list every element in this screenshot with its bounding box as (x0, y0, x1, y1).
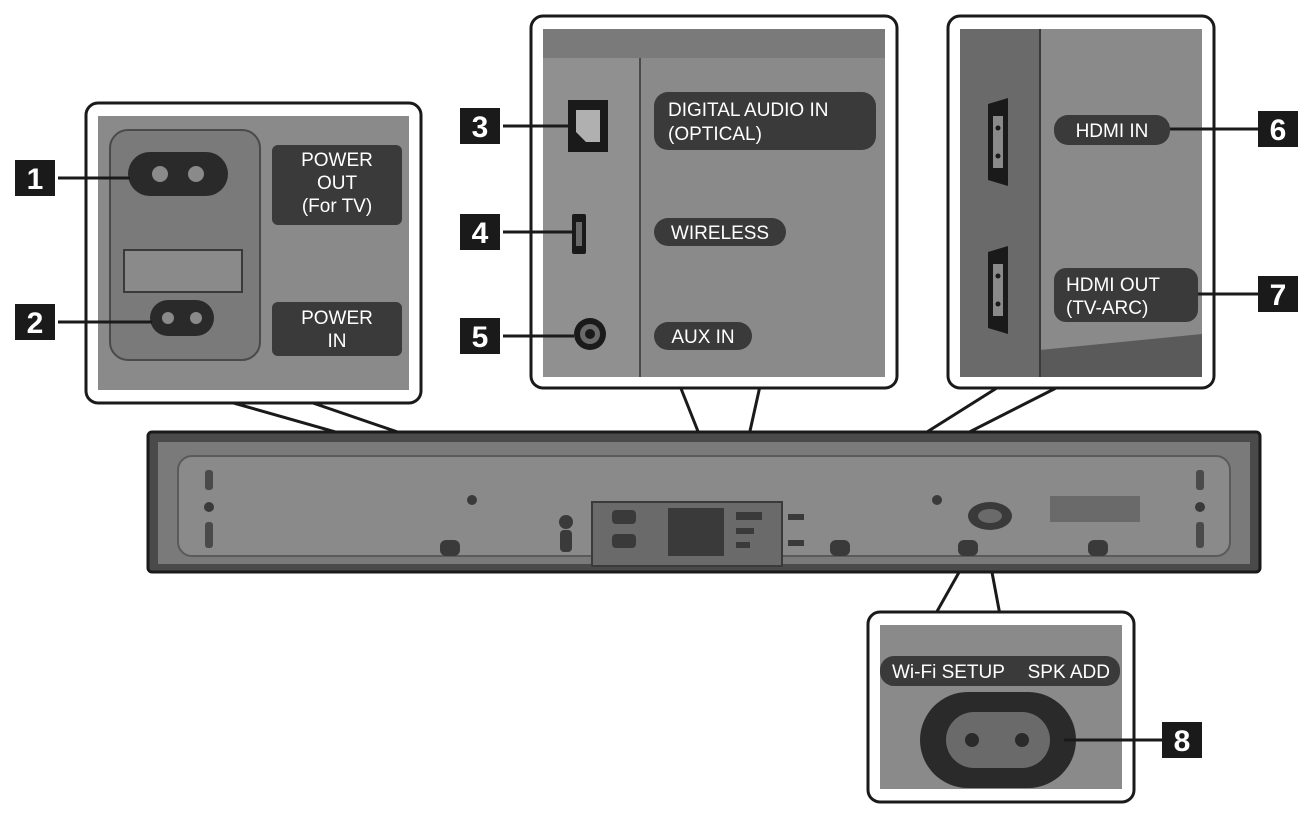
power-out-pin-right (188, 166, 204, 182)
screw-2 (932, 495, 942, 505)
mount-hole-left (204, 502, 214, 512)
keyhole (559, 515, 573, 529)
wireless-port-inner (576, 222, 582, 246)
callout-number-2: 2 (15, 304, 152, 340)
hdmi-out-label-bg (1054, 268, 1198, 322)
wifi-button-dot-right (1015, 733, 1029, 747)
callout-3-box (460, 108, 500, 144)
foot-3 (958, 540, 978, 556)
power-label-window (123, 249, 243, 293)
power-in-socket-icon (150, 300, 214, 336)
callout-3-text: 3 (472, 111, 489, 144)
wireless-label-bg (654, 218, 786, 246)
hdmi-out-label-line1: HDMI OUT (1066, 275, 1160, 296)
callout-number-7: 7 (1198, 276, 1298, 312)
callout-2-text: 2 (27, 307, 44, 340)
spk-add-label: SPK ADD (1028, 662, 1110, 683)
wifi-button-dot-left (965, 733, 979, 747)
recess-port-a (736, 512, 762, 520)
mount-hole-right (1195, 502, 1205, 512)
power-in-pin-left (162, 312, 174, 324)
power-out-socket-icon (128, 152, 228, 196)
power-out-label-line3: (For TV) (302, 196, 372, 217)
callout-number-3: 3 (460, 108, 570, 144)
recess-port-b (736, 528, 754, 534)
recess-hdmi-b (788, 540, 804, 546)
hdmi-panel-left-face (960, 29, 1040, 377)
digital-audio-label-line2: (OPTICAL) (668, 124, 762, 145)
mount-slot-right-top (1196, 470, 1204, 490)
power-out-label-bg (272, 145, 402, 225)
callout-1-text: 1 (27, 163, 44, 196)
power-out-label-line2: OUT (317, 173, 358, 194)
soundbar-body (146, 430, 1262, 574)
callout-8-box (1162, 722, 1202, 758)
hdmi-out-label-line2: (TV-ARC) (1066, 298, 1148, 319)
callout-number-8: 8 (1064, 722, 1202, 758)
callout-number-4: 4 (460, 214, 572, 250)
hdmi-in-label: HDMI IN (1076, 121, 1149, 142)
power-in-label-line2: IN (328, 331, 347, 352)
aux-in-label-bg (654, 322, 752, 350)
aux-port-hole (585, 329, 595, 339)
digital-audio-label-bg (654, 92, 876, 150)
hdmi-in-port-inner (993, 116, 1003, 168)
callout-power: POWER OUT (For TV) POWER IN (84, 101, 423, 405)
callout-wifi: Wi-Fi SETUP SPK ADD (866, 610, 1136, 804)
bar-wifi-button-inner (978, 509, 1002, 523)
callout-number-1: 1 (15, 160, 130, 196)
hdmi-in-dot-2 (995, 153, 1001, 159)
aux-in-label: AUX IN (671, 327, 734, 348)
power-out-pin-left (152, 166, 168, 182)
power-in-label-bg (272, 302, 402, 356)
recess-hdmi-a (788, 514, 804, 520)
hdmi-out-dot-2 (995, 301, 1001, 307)
mount-slot-left-top (205, 470, 213, 490)
wireless-label: WIRELESS (671, 223, 769, 244)
power-in-label-line1: POWER (301, 308, 373, 329)
label-plate (1050, 496, 1140, 522)
recess-port-c (736, 542, 750, 548)
callout-2-box (15, 304, 55, 340)
callout-6-box (1258, 111, 1298, 147)
callout-audio: DIGITAL AUDIO IN (OPTICAL) WIRELESS AUX … (529, 14, 899, 390)
callout-7-box (1258, 276, 1298, 312)
power-in-pin-right (190, 312, 202, 324)
callout-4-box (460, 214, 500, 250)
power-out-label-line1: POWER (301, 150, 373, 171)
wifi-setup-label-bg (880, 656, 1120, 686)
callout-8-text: 8 (1174, 725, 1191, 758)
callout-hdmi: HDMI IN HDMI OUT (TV-ARC) (946, 14, 1216, 390)
callout-1-box (15, 160, 55, 196)
foot-4 (1088, 540, 1108, 556)
callout-number-5: 5 (460, 318, 574, 354)
hdmi-out-dot-1 (995, 273, 1001, 279)
screw-1 (467, 495, 477, 505)
recess-center-block (668, 508, 724, 556)
foot-2 (830, 540, 850, 556)
callout-6-text: 6 (1270, 114, 1287, 147)
keyhole-slot (560, 530, 572, 552)
mount-slot-right-bottom (1196, 522, 1204, 548)
callout-number-6: 6 (1170, 111, 1298, 147)
foot-1 (440, 540, 460, 556)
callout-4-text: 4 (472, 217, 489, 250)
hdmi-in-label-bg (1054, 115, 1170, 145)
digital-audio-label-line1: DIGITAL AUDIO IN (668, 100, 828, 121)
recess-power-out (612, 510, 636, 524)
hdmi-in-dot-1 (995, 125, 1001, 131)
optical-port-opening (576, 110, 600, 142)
mount-slot-left-bottom (205, 522, 213, 548)
wifi-button-inner (946, 712, 1050, 768)
hdmi-panel-bottom-face (1040, 334, 1202, 377)
hdmi-out-port-inner (993, 264, 1003, 316)
recess-power-in (612, 534, 636, 548)
callout-5-box (460, 318, 500, 354)
callout-7-text: 7 (1270, 279, 1287, 312)
wifi-setup-label: Wi-Fi SETUP (892, 662, 1005, 683)
callout-5-text: 5 (472, 321, 489, 354)
